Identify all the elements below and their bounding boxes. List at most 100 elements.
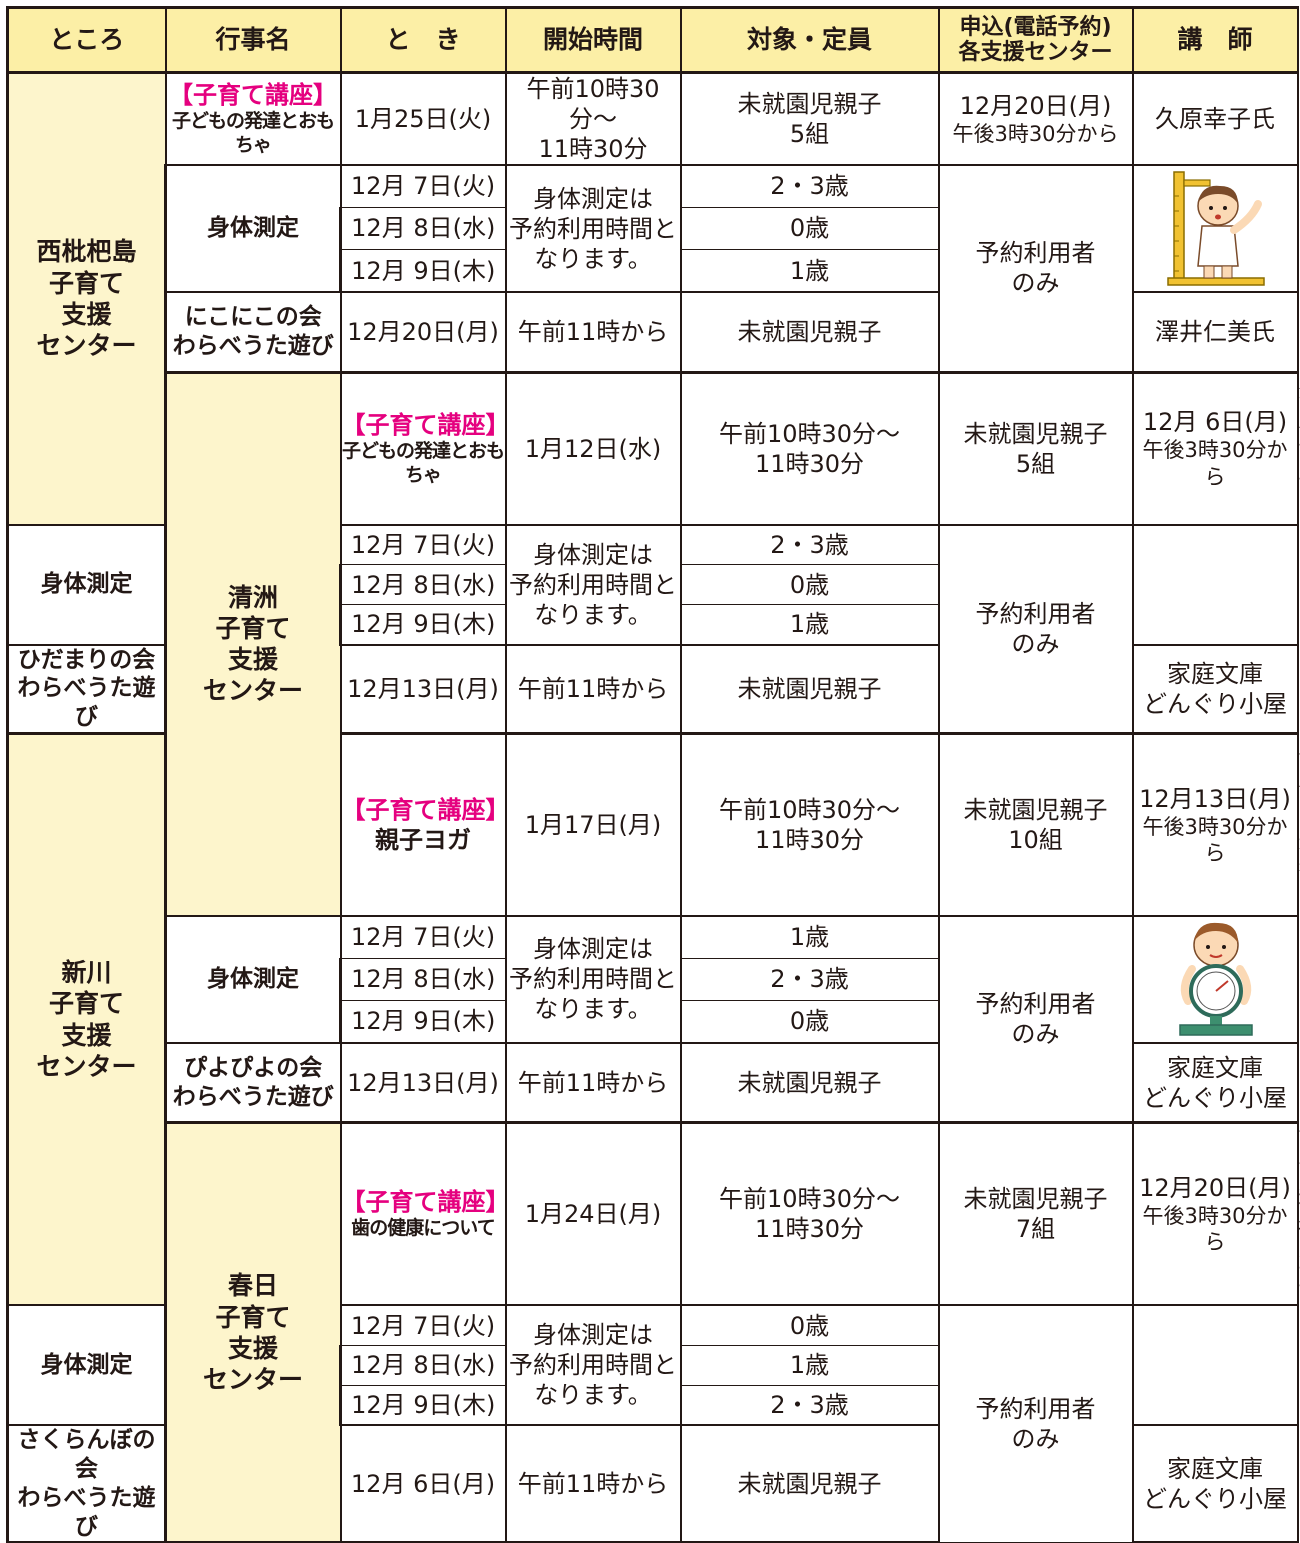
measure-time-note: 身体測定は予約利用時間となります。 <box>504 915 682 1044</box>
measure-target: 1歳 <box>679 249 940 293</box>
play-title: さくらんぼの会わらべうた遊び <box>6 1424 167 1543</box>
play-date: 12月20日(月) <box>339 291 507 373</box>
measure-row: 12月 8日(水) 0歳 <box>8 206 1298 251</box>
play-lecturer: 家庭文庫どんぐり小屋 <box>1131 1424 1299 1543</box>
kouza-title: 【子育て講座】子どもの発達とおもちゃ <box>164 71 342 166</box>
header-event: 行事名 <box>164 6 342 74</box>
illustration-cell <box>1131 524 1299 645</box>
play-time: 午前11時から <box>504 1424 682 1543</box>
measure-time-note: 身体測定は予約利用時間となります。 <box>504 524 682 645</box>
kouza-row: 西枇杷島子育て支援センター 【子育て講座】子どもの発達とおもちゃ 1月25日(火… <box>6 71 1299 526</box>
measure-target: 2・3歳 <box>679 1384 940 1426</box>
measure-row: 身体測定 12月 7日(火) 身体測定は予約利用時間となります。 2・3歳 予約… <box>6 524 1299 734</box>
measure-row: 12月 8日(水) 2・3歳 <box>8 957 1298 1001</box>
measure-target: 0歳 <box>679 206 940 251</box>
header-row: ところ 行事名 と き 開始時間 対象・定員 申込(電話予約)各支援センター 講… <box>6 6 1299 74</box>
measure-target: 1歳 <box>679 604 940 645</box>
play-row: にこにこの会わらべうた遊び 12月20日(月) 午前11時から 未就園児親子 澤… <box>8 291 1299 373</box>
measure-date: 12月 7日(火) <box>339 524 507 565</box>
measure-date: 12月 8日(水) <box>339 957 507 1001</box>
play-target: 未就園児親子 <box>679 643 940 735</box>
play-lecturer: 澤井仁美氏 <box>1131 291 1299 373</box>
measure-apply: 予約利用者のみ <box>937 1304 1134 1543</box>
measure-date: 12月 8日(水) <box>339 564 507 605</box>
header-lecturer: 講 師 <box>1131 6 1299 74</box>
play-title: にこにこの会わらべうた遊び <box>164 291 342 373</box>
center-name: 西枇杷島子育て支援センター <box>6 71 167 526</box>
play-row: ひだまりの会わらべうた遊び 12月13日(月) 午前11時から 未就園児親子 家… <box>6 643 1299 735</box>
play-row: ぴよぴよの会わらべうた遊び 12月13日(月) 午前11時から 未就園児親子 家… <box>8 1041 1299 1124</box>
kouza-title: 【子育て講座】歯の健康について <box>339 1121 510 1307</box>
center-name: 新川子育て支援センター <box>6 731 167 1307</box>
measure-row: 身体測定 12月 7日(火) 身体測定は予約利用時間となります。 1歳 予約利用… <box>8 915 1299 1124</box>
kouza-time: 午前10時30分〜11時30分 <box>504 71 682 166</box>
kouza-apply: 12月20日(月)午後3時30分から <box>1131 1121 1299 1307</box>
header-start-time: 開始時間 <box>504 6 682 74</box>
measure-date: 12月 7日(火) <box>339 164 507 208</box>
center-name: 清洲子育て支援センター <box>164 370 342 917</box>
kouza-date: 1月17日(月) <box>504 731 682 917</box>
measure-date: 12月 8日(水) <box>339 206 507 251</box>
illustration-cell <box>1131 1304 1299 1426</box>
header-target: 対象・定員 <box>679 6 940 74</box>
measure-date: 12月 8日(水) <box>339 1344 507 1386</box>
measure-target: 2・3歳 <box>679 524 940 565</box>
kouza-lecturer: 久原幸子氏 <box>1131 71 1299 166</box>
kouza-apply: 12月20日(月)午後3時30分から <box>937 71 1134 166</box>
measure-time-note: 身体測定は予約利用時間となります。 <box>504 164 682 293</box>
play-date: 12月 6日(月) <box>339 1424 507 1543</box>
play-target: 未就園児親子 <box>679 1041 940 1124</box>
measure-title: 身体測定 <box>6 1304 167 1426</box>
measure-target: 1歳 <box>679 1344 940 1386</box>
play-time: 午前11時から <box>504 291 682 373</box>
illustration-cell <box>1131 164 1299 293</box>
header-place: ところ <box>6 6 167 74</box>
play-target: 未就園児親子 <box>679 291 940 373</box>
play-target: 未就園児親子 <box>679 1424 940 1543</box>
measure-date: 12月 9日(木) <box>339 999 507 1044</box>
measure-date: 12月 9日(木) <box>339 1384 507 1426</box>
kouza-date: 1月25日(火) <box>339 71 507 166</box>
measure-date: 12月 9日(木) <box>339 249 507 293</box>
header-date: と き <box>339 6 507 74</box>
kouza-time: 午前10時30分〜11時30分 <box>679 370 940 526</box>
measure-row: 12月 9日(木) 1歳 <box>8 604 1298 645</box>
kouza-date: 1月24日(月) <box>504 1121 682 1307</box>
event-schedule-table: ところ 行事名 と き 開始時間 対象・定員 申込(電話予約)各支援センター 講… <box>6 6 1300 1543</box>
measure-date: 12月 9日(木) <box>339 604 507 645</box>
header-apply: 申込(電話予約)各支援センター <box>937 6 1134 74</box>
measure-row: 身体測定 12月 7日(火) 身体測定は予約利用時間となります。 2・3歳 予約… <box>8 164 1299 373</box>
illustration-cell <box>1131 915 1299 1044</box>
measure-target: 2・3歳 <box>679 164 940 208</box>
measure-title: 身体測定 <box>6 524 167 645</box>
kouza-time: 午前10時30分〜11時30分 <box>679 731 940 917</box>
child-height-measure-icon <box>1167 171 1265 286</box>
kouza-row: 清洲子育て支援センター 【子育て講座】子どもの発達とおもちゃ 1月12日(水) … <box>8 370 1300 917</box>
child-weight-scale-icon <box>1179 922 1253 1036</box>
kouza-apply: 12月 6日(月)午後3時30分から <box>1131 370 1299 526</box>
measure-title: 身体測定 <box>164 164 342 293</box>
measure-target: 2・3歳 <box>679 957 940 1001</box>
measure-title: 身体測定 <box>164 915 342 1044</box>
measure-apply: 予約利用者のみ <box>937 524 1134 734</box>
measure-target: 1歳 <box>679 915 940 959</box>
measure-date: 12月 7日(火) <box>339 915 507 959</box>
play-title: ひだまりの会わらべうた遊び <box>6 643 167 735</box>
play-date: 12月13日(月) <box>339 1041 507 1124</box>
measure-target: 0歳 <box>679 999 940 1044</box>
measure-target: 0歳 <box>679 564 940 605</box>
measure-row: 12月 9日(木) 0歳 <box>8 999 1298 1044</box>
kouza-title: 【子育て講座】親子ヨガ <box>339 731 510 917</box>
measure-apply: 予約利用者のみ <box>937 164 1134 373</box>
play-title: ぴよぴよの会わらべうた遊び <box>164 1041 342 1124</box>
play-time: 午前11時から <box>504 643 682 735</box>
play-time: 午前11時から <box>504 1041 682 1124</box>
measure-time-note: 身体測定は予約利用時間となります。 <box>504 1304 682 1426</box>
measure-date: 12月 7日(火) <box>339 1304 507 1346</box>
kouza-time: 午前10時30分〜11時30分 <box>679 1121 940 1307</box>
kouza-apply: 12月13日(月)午後3時30分から <box>1131 731 1299 917</box>
